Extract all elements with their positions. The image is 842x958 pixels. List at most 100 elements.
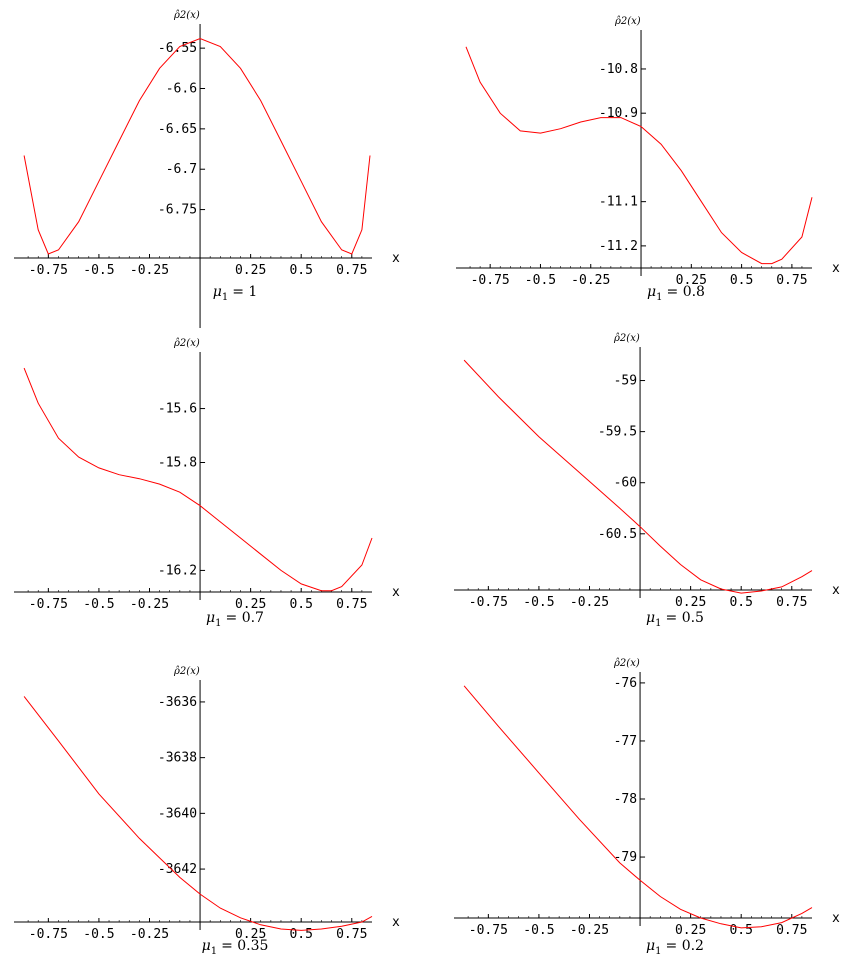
x-tick-label: 0.75 (336, 597, 367, 612)
caption-value: = 0.35 (221, 938, 268, 954)
y-axis-label: ρ̂2(x) (613, 658, 640, 669)
caption-value: = 1 (232, 284, 257, 300)
x-tick-label: 0.25 (675, 923, 706, 938)
y-tick-label: -10.8 (599, 62, 638, 77)
x-tick-label: 0.75 (776, 923, 807, 938)
caption-value: = 0.8 (667, 284, 705, 300)
x-tick-label: 0.25 (235, 263, 266, 278)
x-tick-label: 0.25 (676, 273, 707, 288)
series-line-1 (465, 46, 813, 265)
x-tick-label: -0.5 (83, 927, 114, 942)
x-tick-label: -0.5 (523, 595, 554, 610)
caption-symbol: μ (206, 610, 215, 626)
caption-symbol: μ (646, 938, 655, 954)
x-tick-label: 0.25 (675, 595, 706, 610)
x-tick-label: -0.25 (570, 595, 609, 610)
x-tick-label: 0.75 (776, 273, 807, 288)
x-tick-label: -0.25 (130, 927, 169, 942)
y-axis-label: ρ̂2(x) (173, 338, 200, 349)
y-axis-label: ρ̂2(x) (173, 666, 200, 677)
x-axis-label: x (832, 583, 840, 598)
x-tick-label: -0.25 (130, 597, 169, 612)
y-axis-label: ρ̂2(x) (173, 10, 200, 21)
caption-subscript: 1 (211, 946, 217, 957)
x-tick-label: -0.75 (29, 263, 68, 278)
caption-subscript: 1 (222, 292, 228, 303)
x-axis-label: x (832, 261, 840, 276)
x-tick-label: 0.75 (336, 927, 367, 942)
y-tick-label: -59.5 (598, 425, 637, 440)
caption-subscript: 1 (655, 618, 661, 629)
panel-caption: μ1 = 0.8 (647, 284, 705, 303)
caption-subscript: 1 (656, 292, 662, 303)
y-tick-label: -3636 (158, 695, 197, 710)
panel-caption: μ1 = 0.7 (206, 610, 264, 629)
y-tick-label: -59 (614, 374, 637, 389)
x-tick-label: 0.5 (730, 273, 753, 288)
x-tick-label: -0.75 (471, 273, 510, 288)
y-tick-label: -15.6 (158, 402, 197, 417)
series-line-1 (23, 367, 373, 592)
panel-caption: μ1 = 0.5 (646, 610, 704, 629)
x-tick-label: 0.5 (289, 927, 312, 942)
x-axis-label: x (832, 911, 840, 926)
x-tick-label: -0.5 (525, 273, 556, 288)
caption-symbol: μ (202, 938, 211, 954)
caption-symbol: μ (213, 284, 222, 300)
panel-caption: μ1 = 0.35 (202, 938, 269, 957)
series-line-1 (23, 696, 373, 931)
caption-subscript: 1 (215, 618, 221, 629)
chart-panel-2: -0.75 -0.5 -0.25 0.25 0.5 0.75 -10.8 -10.9 -11.1… (456, 16, 840, 303)
panel-caption: μ1 = 0.2 (646, 938, 704, 957)
x-tick-label: -0.5 (83, 597, 114, 612)
y-axis-label: ρ̂2(x) (613, 333, 640, 344)
x-tick-label: 0.75 (776, 595, 807, 610)
x-tick-label: -0.5 (83, 263, 114, 278)
y-tick-label: -11.1 (599, 195, 638, 210)
caption-symbol: μ (647, 284, 656, 300)
y-axis-label: ρ̂2(x) (614, 16, 641, 27)
x-tick-label: 0.25 (235, 927, 266, 942)
y-tick-label: -15.8 (158, 456, 197, 471)
x-tick-label: -0.25 (571, 273, 610, 288)
x-tick-label: 0.75 (336, 263, 367, 278)
caption-subscript: 1 (655, 946, 661, 957)
x-tick-label: 0.5 (289, 263, 312, 278)
x-tick-label: -0.25 (130, 263, 169, 278)
y-tick-label: -6.6 (166, 82, 197, 97)
y-tick-label: -10.9 (599, 106, 638, 121)
x-axis-label: x (392, 915, 400, 930)
caption-value: = 0.5 (666, 610, 704, 626)
x-axis-label: x (392, 251, 400, 266)
y-tick-label: -3640 (158, 806, 197, 821)
y-tick-label: -79 (614, 850, 637, 865)
x-tick-label: -0.25 (570, 923, 609, 938)
series-line-1 (463, 685, 813, 929)
y-tick-label: -11.2 (599, 239, 638, 254)
panel-caption: μ1 = 1 (213, 284, 258, 303)
x-tick-label: -0.5 (523, 923, 554, 938)
y-tick-label: -77 (614, 734, 637, 749)
caption-value: = 0.7 (226, 610, 264, 626)
x-tick-label: 0.5 (729, 595, 752, 610)
caption-value: = 0.2 (666, 938, 704, 954)
x-tick-label: -0.75 (29, 597, 68, 612)
series-line-1 (23, 37, 371, 255)
x-tick-label: 0.25 (235, 597, 266, 612)
y-tick-label: -60.5 (598, 527, 637, 542)
x-tick-label: -0.75 (29, 927, 68, 942)
x-tick-label: 0.5 (729, 923, 752, 938)
y-tick-label: -76 (614, 676, 637, 691)
y-tick-label: -6.75 (158, 203, 197, 218)
y-tick-label: -6.65 (158, 122, 197, 137)
y-tick-label: -6.7 (166, 162, 197, 177)
series-line-1 (463, 359, 813, 594)
caption-symbol: μ (646, 610, 655, 626)
x-tick-label: 0.5 (289, 597, 312, 612)
